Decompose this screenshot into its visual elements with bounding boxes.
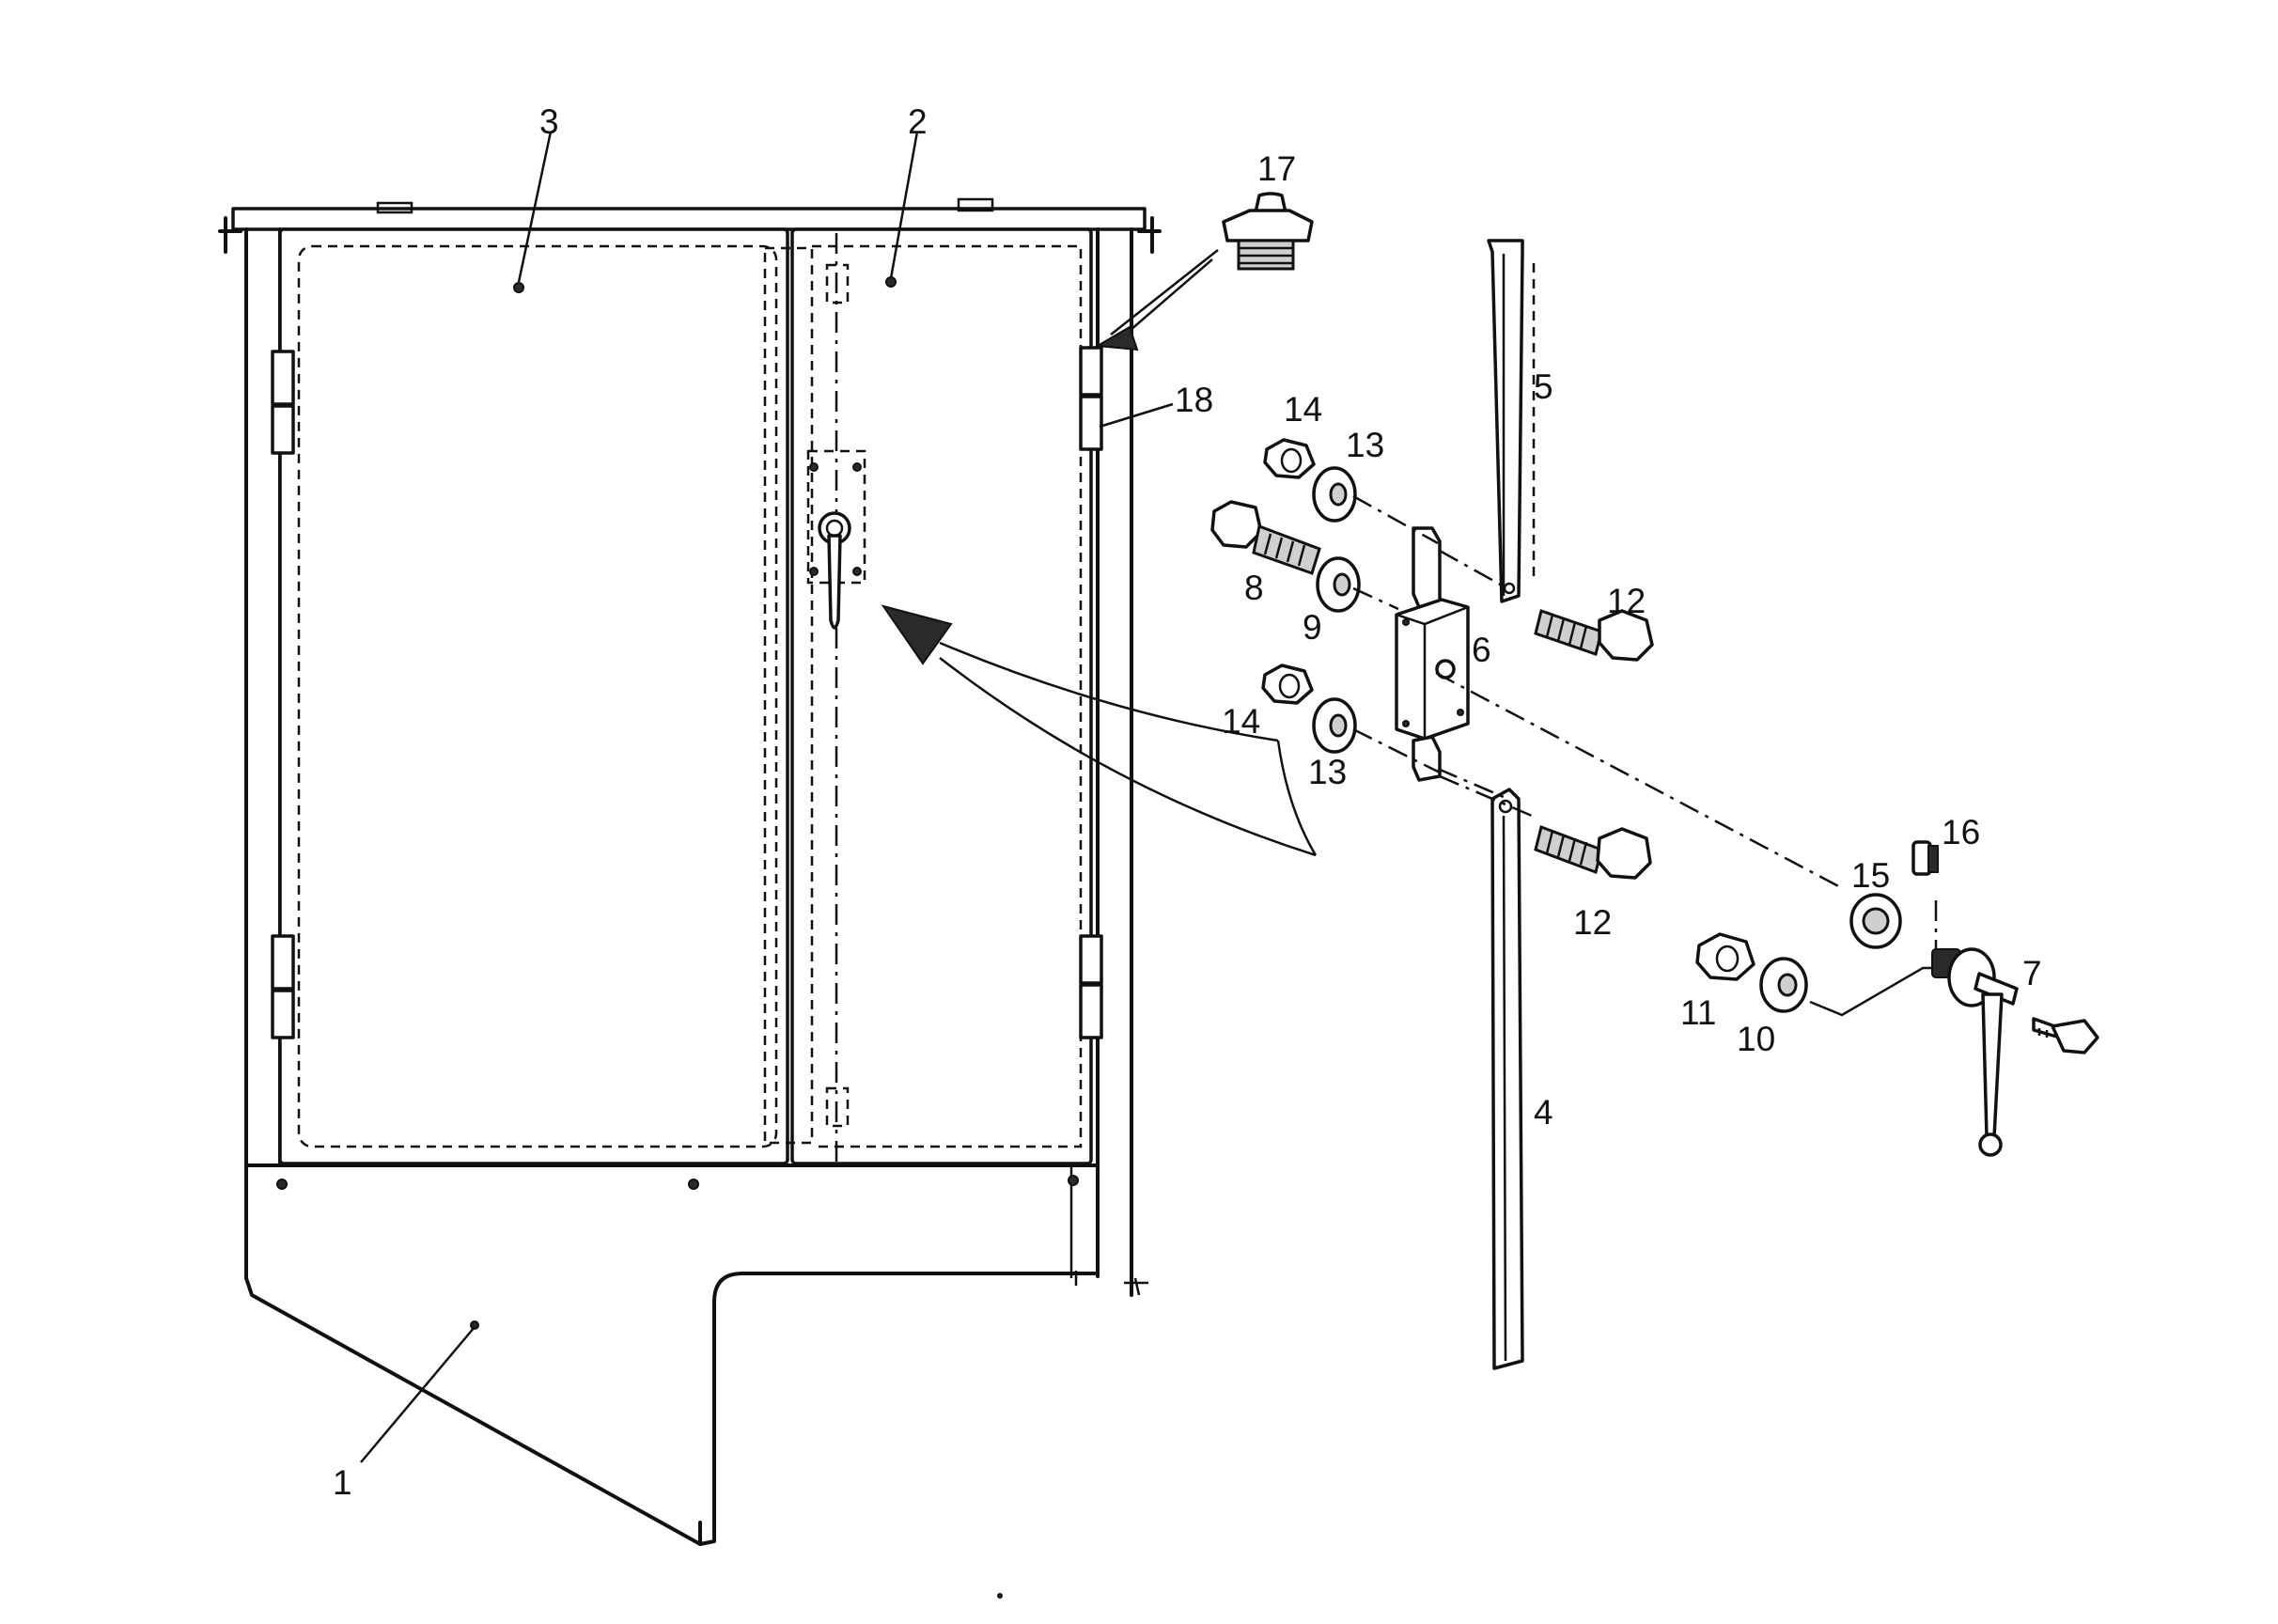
callout-13b: 13 xyxy=(1308,753,1347,791)
washer-15 xyxy=(1849,893,1902,949)
nut-14-upper xyxy=(1263,438,1316,479)
callout-17: 17 xyxy=(1257,149,1296,188)
callout-18: 18 xyxy=(1175,381,1213,419)
washer-13-upper xyxy=(1312,466,1357,523)
nut-14-lower xyxy=(1261,664,1314,705)
speck xyxy=(997,1593,1003,1599)
callout-9: 9 xyxy=(1303,608,1322,647)
callout-15: 15 xyxy=(1851,856,1890,895)
lock-body-6 xyxy=(1395,526,1470,782)
washer-10 xyxy=(1759,957,1808,1013)
callout-16: 16 xyxy=(1942,813,1980,851)
callout-5: 5 xyxy=(1534,367,1553,406)
lock-rod-5 xyxy=(1487,239,1536,603)
callout-11: 11 xyxy=(1680,993,1716,1032)
key xyxy=(2032,1017,2099,1054)
grease-fitting-17 xyxy=(1094,192,1314,351)
assembly-centerlines xyxy=(1352,494,1943,1017)
callout-1: 1 xyxy=(333,1463,352,1502)
callout-2: 2 xyxy=(908,102,928,141)
callout-6: 6 xyxy=(1472,631,1491,669)
callout-4: 4 xyxy=(1534,1093,1553,1132)
callout-13a: 13 xyxy=(1346,426,1384,464)
callout-12a: 12 xyxy=(1607,582,1646,620)
nut-11 xyxy=(1695,932,1755,981)
callout-8: 8 xyxy=(1244,569,1264,607)
callout-7: 7 xyxy=(2022,954,2042,992)
detail-pointer-arrow xyxy=(881,604,1318,857)
bolt-12-lower xyxy=(1534,825,1652,880)
handle-7 xyxy=(1931,947,2019,1157)
left-door xyxy=(271,227,789,1165)
lock-rod-4 xyxy=(1490,788,1524,1370)
callout-labels: 3 2 17 5 18 14 13 8 9 12 6 14 13 16 15 1… xyxy=(333,102,2042,1502)
callout-14a: 14 xyxy=(1284,390,1322,429)
pin-16 xyxy=(1911,840,1939,876)
bolt-12-upper xyxy=(1534,609,1654,662)
right-door xyxy=(763,227,1103,1165)
leader-lines xyxy=(360,131,1174,1463)
washer-13-lower xyxy=(1312,697,1357,754)
washer-9 xyxy=(1316,556,1361,613)
callout-12b: 12 xyxy=(1573,903,1612,942)
callout-14b: 14 xyxy=(1222,702,1260,741)
callout-10: 10 xyxy=(1737,1020,1775,1058)
bolt-8 xyxy=(1210,500,1321,575)
callout-3: 3 xyxy=(539,102,559,141)
